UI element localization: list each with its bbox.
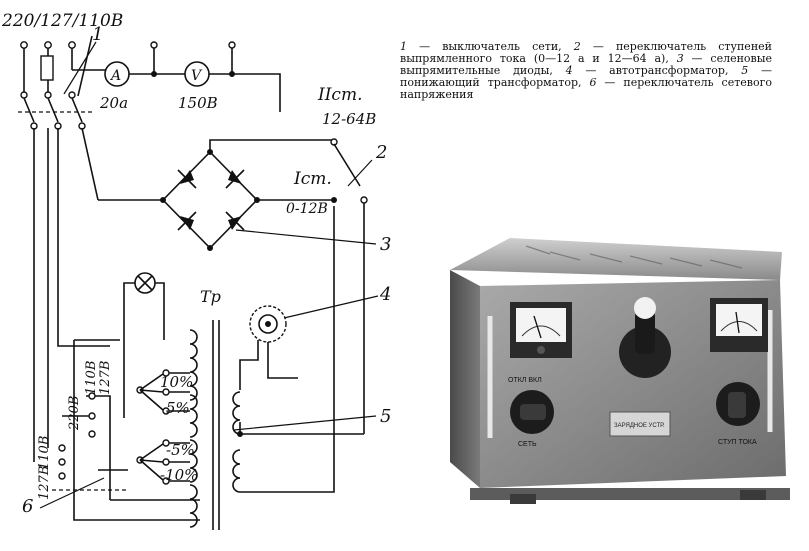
- voltmeter-symbol: V: [191, 68, 203, 84]
- caption-item-2: 2 — переключатель ступеней выпрямленного…: [400, 40, 772, 65]
- autotransformer-4: [239, 305, 298, 390]
- fuse-icon: [40, 55, 54, 81]
- caption-num-5: 5: [741, 64, 749, 77]
- caption-text-1: выключатель сети,: [442, 40, 562, 53]
- stage2-label: IIст.: [317, 85, 362, 105]
- caption-text-2: переключатель ступеней выпрямленного ток…: [400, 40, 772, 65]
- callout-1: 1: [92, 24, 103, 45]
- tap-minus5: -5%: [166, 441, 195, 459]
- ammeter-rating: 20а: [99, 94, 128, 112]
- caption-text-5: понижающий трансформатор,: [400, 76, 582, 89]
- stage2-range: 12-64В: [322, 110, 376, 128]
- callout-3: 3: [380, 234, 391, 255]
- caption-item-3: 3 — селеновые выпрямительные диоды,: [400, 52, 773, 77]
- photo-right-label: СТУП ТОКА: [718, 439, 757, 446]
- caption-item-5: 5 — понижающий трансформатор,: [400, 64, 773, 89]
- tap-110: 110В: [84, 361, 99, 395]
- tap-switch-upper: [136, 369, 190, 415]
- ammeter-symbol: A: [109, 68, 121, 84]
- side-tap-110: 110В: [37, 436, 52, 470]
- tap-plus5: 5%: [166, 399, 190, 417]
- center-knob: [619, 297, 671, 378]
- callout-2: 2: [375, 142, 387, 163]
- case-side: [450, 270, 480, 488]
- tap-plus10: 10%: [160, 373, 193, 391]
- transformer-label: Тр: [200, 287, 221, 306]
- caption-item-4: 4 — автотрансформатор,: [565, 64, 729, 77]
- tap-minus10: -10%: [160, 466, 198, 484]
- caption-text-3: селеновые выпрямительные диоды,: [400, 52, 773, 77]
- tap-switch-lower: [136, 439, 190, 485]
- charger-device-photo: ОТКЛ ВКЛ СЕТЬ ЗАРЯДНОЕ УСТР. СТУП ТОКА: [430, 232, 802, 522]
- tap-127: 127В: [98, 361, 113, 395]
- ammeter-gauge: [510, 302, 572, 358]
- caption-num-2: 2: [573, 40, 581, 53]
- caption-num-4: 4: [565, 64, 573, 77]
- mains-switch-1: [18, 91, 92, 130]
- callout-5: 5: [380, 406, 391, 427]
- stage1-range: 0-12В: [286, 201, 328, 217]
- caption-text-6: переключатель сетевого напряжения: [400, 76, 773, 101]
- callout-6: 6: [22, 496, 33, 517]
- nameplate: ЗАРЯДНОЕ УСТР.: [609, 411, 671, 437]
- caption-text-4: автотрансформатор,: [609, 64, 729, 77]
- photo-left-small: СЕТЬ: [518, 441, 537, 448]
- callout-4: 4: [379, 284, 391, 305]
- voltmeter-rating: 150В: [178, 94, 218, 112]
- stage-toggle-switch: [716, 382, 760, 426]
- tap-220: 220В: [67, 396, 82, 431]
- voltmeter-gauge: [710, 298, 768, 352]
- mains-toggle-switch: [510, 390, 554, 434]
- photo-plate-text: ЗАРЯДНОЕ УСТР.: [614, 423, 665, 429]
- caption-item-1: 1 — выключатель сети,: [400, 40, 562, 53]
- caption-item-6: 6 — переключатель сетевого напряжения: [400, 76, 773, 101]
- figure-caption: 1 — выключатель сети, 2 — переключатель …: [400, 41, 772, 101]
- caption-num-3: 3: [676, 52, 684, 65]
- stage1-label: Iст.: [293, 169, 332, 189]
- side-tap-127: 127В: [37, 466, 52, 500]
- rectifier-bridge: [160, 149, 260, 251]
- mains-voltage-label: 220/127/110В: [1, 11, 123, 31]
- caption-num-1: 1: [400, 40, 407, 53]
- voltage-selector-6: [33, 128, 200, 521]
- caption-num-6: 6: [589, 76, 597, 89]
- stage-switch-2: [330, 138, 368, 300]
- photo-left-label: ОТКЛ ВКЛ: [508, 377, 542, 384]
